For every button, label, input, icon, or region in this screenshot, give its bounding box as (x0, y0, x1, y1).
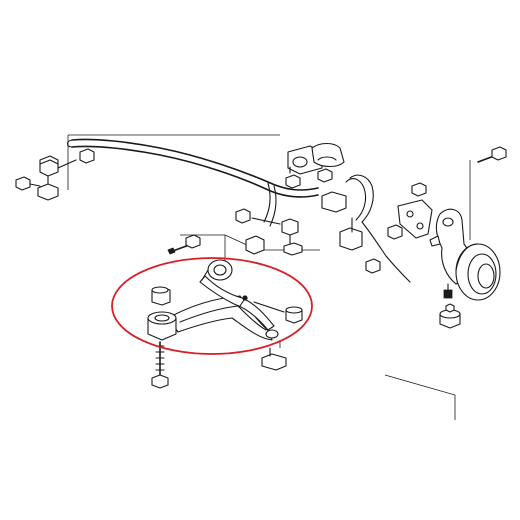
stabilizer-bar (66, 138, 319, 227)
arm-side-bushing (253, 301, 303, 324)
lower-control-arm (147, 259, 279, 341)
stabilizer-bushing-clamp (285, 142, 345, 189)
ball-joint (439, 283, 461, 329)
arm-bracket (261, 347, 287, 371)
wheel-hub (455, 243, 501, 301)
abs-sensor-harness (321, 174, 411, 283)
compliance-bolt-top (167, 234, 201, 255)
stabilizer-link-left (15, 148, 95, 201)
knuckle-bracket-plate (397, 182, 433, 239)
hub-bolt (477, 146, 507, 163)
highlight-ellipse (111, 257, 313, 355)
reference-leader-lines (67, 134, 471, 420)
stabilizer-link-right (235, 208, 303, 256)
